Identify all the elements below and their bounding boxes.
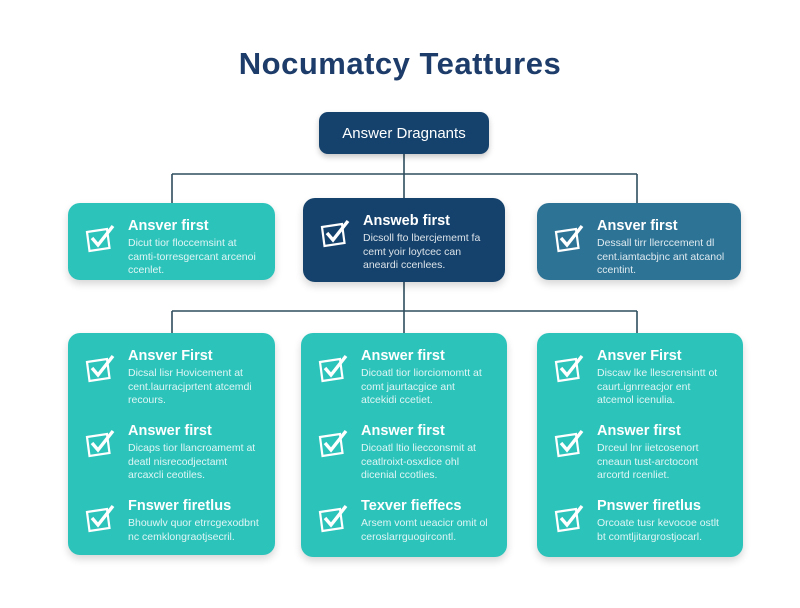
feature-body: Dicaps tior llancroamemt at deatl nisrec…	[128, 442, 256, 482]
checkbox-check-icon	[85, 224, 115, 253]
checkbox-check-icon	[318, 429, 348, 458]
root-node-label: Answer Dragnants	[342, 124, 466, 142]
checkbox-check-icon	[85, 429, 115, 458]
feature-heading: Ansver first	[128, 218, 209, 234]
row1-card-middle[interactable]: Answeb first Dicsoll fto lbercjememt fa …	[303, 198, 505, 282]
feature-item: Ansver First Discaw lke llescrensintt ot…	[551, 347, 729, 408]
feature-body: Discaw lke llescrensintt ot caurt.ignrre…	[597, 367, 718, 407]
feature-body: Drceul lnr iietcosenort cneaun tust-arct…	[597, 442, 699, 482]
page-title: Nocumatcy Teattures	[238, 46, 562, 81]
feature-heading: Ansver first	[597, 218, 678, 234]
feature-body: Bhouwlv quor etrrcgexodbnt nc cemklongra…	[128, 517, 259, 543]
feature-heading: Answer first	[128, 423, 212, 440]
feature-item: Answer first Dicoatl tior liorciomomtt a…	[315, 347, 493, 408]
feature-heading: Pnswer firetlus	[597, 498, 701, 515]
feature-heading: Answeb first	[363, 213, 451, 229]
feature-heading: Ansver First	[128, 348, 213, 364]
feature-body: Dessall tirr llerccement dl cent.iamtacb…	[597, 237, 725, 277]
feature-heading: Answer first	[361, 423, 445, 440]
feature-body: Dicoatl ltio liecconsmit at ceatlroixt-o…	[361, 442, 476, 482]
feature-item: Answer first Drceul lnr iietcosenort cne…	[551, 422, 729, 483]
checkbox-check-icon	[318, 505, 348, 533]
checkbox-check-icon	[85, 354, 115, 383]
feature-heading: Answer first	[361, 348, 445, 364]
feature-item: Ansver First Dicsal lisr Hovicement at c…	[82, 347, 261, 408]
row2-card-right[interactable]: Ansver First Discaw lke llescrensintt ot…	[537, 333, 743, 557]
row1-card-left[interactable]: Ansver first Dicut tior floccemsint at c…	[68, 203, 275, 280]
feature-item: Fnswer firetlus Bhouwlv quor etrrcgexodb…	[82, 497, 261, 544]
row2-card-middle[interactable]: Answer first Dicoatl tior liorciomomtt a…	[301, 333, 507, 557]
checkbox-check-icon	[318, 354, 348, 383]
feature-heading: Fnswer firetlus	[128, 498, 232, 515]
feature-item: Ansver first Dessall tirr llerccement dl…	[551, 217, 727, 278]
feature-item: Pnswer firetlus Orcoate tusr kevocoe ost…	[551, 497, 729, 544]
feature-item: Answeb first Dicsoll fto lbercjememt fa …	[317, 212, 491, 273]
checkbox-check-icon	[554, 429, 584, 458]
feature-item: Answer first Dicaps tior llancroamemt at…	[82, 422, 261, 483]
feature-body: Dicsoll fto lbercjememt fa cemt yoir loy…	[363, 232, 481, 272]
feature-heading: Answer first	[597, 423, 681, 440]
row1-card-right[interactable]: Ansver first Dessall tirr llerccement dl…	[537, 203, 741, 280]
checkbox-check-icon	[554, 354, 584, 383]
feature-body: Orcoate tusr kevocoe ostlt bt comtljitar…	[597, 517, 719, 543]
feature-body: Arsem vomt ueacicr omit ol ceroslarrguog…	[361, 517, 488, 543]
checkbox-check-icon	[85, 505, 115, 533]
checkbox-check-icon	[320, 219, 350, 248]
feature-item: Ansver first Dicut tior floccemsint at c…	[82, 217, 261, 278]
feature-body: Dicut tior floccemsint at camti-torresge…	[128, 237, 256, 277]
feature-heading: Ansver First	[597, 348, 682, 364]
feature-heading: Texver fieffecs	[361, 498, 462, 515]
feature-item: Texver fieffecs Arsem vomt ueacicr omit …	[315, 497, 493, 544]
row2-card-left[interactable]: Ansver First Dicsal lisr Hovicement at c…	[68, 333, 275, 555]
feature-body: Dicoatl tior liorciomomtt at comt jaurta…	[361, 367, 482, 407]
feature-item: Answer first Dicoatl ltio liecconsmit at…	[315, 422, 493, 483]
root-node[interactable]: Answer Dragnants	[319, 112, 489, 154]
checkbox-check-icon	[554, 224, 584, 253]
checkbox-check-icon	[554, 505, 584, 533]
feature-body: Dicsal lisr Hovicement at cent.laurracjp…	[128, 367, 252, 407]
